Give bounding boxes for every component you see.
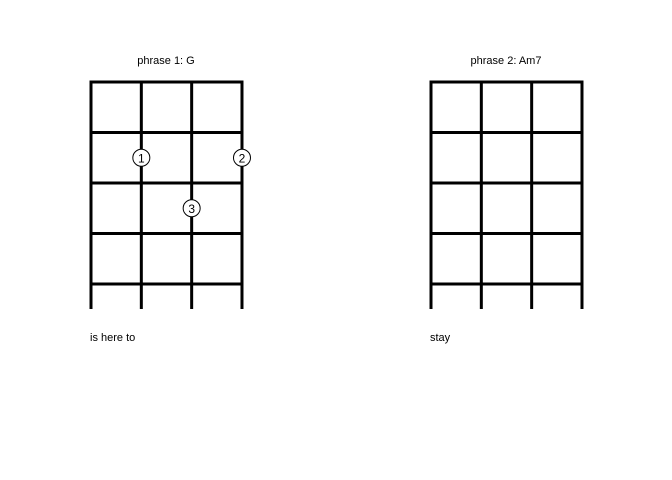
lyric-text: stay — [430, 332, 451, 344]
finger-marker — [132, 148, 151, 167]
finger-marker — [182, 199, 201, 218]
finger-number: 1 — [138, 151, 145, 165]
finger-marker — [232, 148, 251, 167]
finger-number: 2 — [239, 151, 246, 165]
chord-title: phrase 2: Am7 — [470, 55, 542, 67]
lyric-text: is here to — [90, 332, 136, 344]
finger-number: 3 — [188, 202, 195, 216]
chord-title: phrase 1: G — [137, 55, 195, 67]
